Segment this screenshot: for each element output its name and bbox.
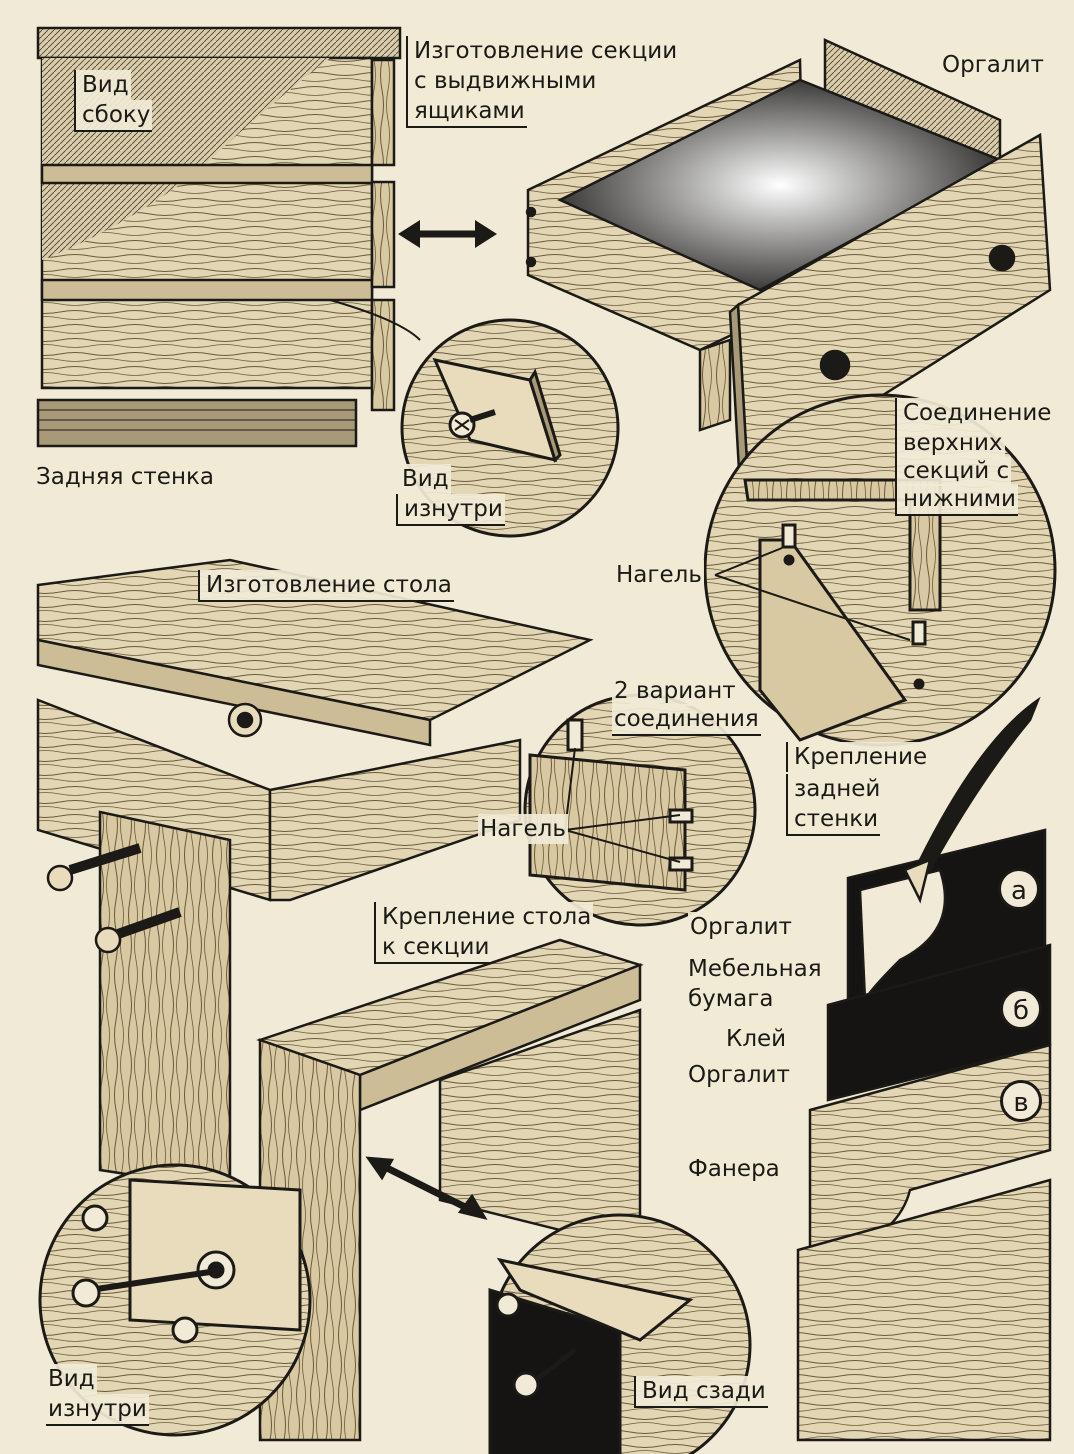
plywood-label: Фанера	[686, 1154, 782, 1184]
inside-view-1-line2: изнутри	[396, 494, 505, 526]
table-title: Изготовление стола	[198, 570, 454, 602]
glue-label: Клей	[724, 1024, 789, 1054]
table-fix-1: Крепление стола	[374, 902, 594, 932]
side-view-1: Вид	[74, 70, 131, 100]
drawer-box	[525, 38, 1052, 491]
upper-lower-2: верхних	[895, 428, 1005, 458]
layer-b-badge: б	[1000, 988, 1042, 1030]
double-arrow-drawer	[398, 220, 497, 248]
back-wall-fix-3: стенки	[786, 804, 881, 836]
layer-a-badge: а	[998, 868, 1040, 910]
back-wall-layers	[796, 696, 1052, 1442]
section-title-1: Изготовление секции	[406, 36, 680, 66]
inside-view-2-line2: изнутри	[46, 1394, 149, 1426]
upper-lower-1: Соединение	[895, 398, 1054, 428]
furniture-paper-1: Мебельная	[686, 954, 824, 984]
inside-view-circle-2	[38, 1163, 312, 1437]
variant-2-circle	[523, 693, 757, 927]
orgalit-a-label: Оргалит	[688, 912, 794, 942]
variant-2-line1: 2 вариант	[612, 676, 738, 706]
orgalit-b-label: Оргалит	[686, 1060, 792, 1090]
side-view-2: сбоку	[74, 100, 153, 132]
upper-lower-3: секций с	[895, 456, 1012, 486]
inside-view-2-line1: Вид	[46, 1364, 97, 1394]
back-wall-label: Задняя стенка	[34, 462, 216, 492]
back-wall-fix-1: Крепление	[786, 742, 930, 772]
upper-lower-4: нижними	[895, 484, 1018, 516]
table-fix-2: к секции	[374, 932, 492, 964]
inside-view-circle-1	[329, 299, 620, 538]
section-title-3: ящиками	[406, 96, 527, 128]
nagel-label-1: Нагель	[614, 560, 704, 590]
back-view-label: Вид сзади	[634, 1376, 768, 1408]
back-view-circle	[488, 1213, 752, 1454]
inside-view-1-line1: Вид	[400, 464, 451, 494]
back-wall-fix-2: задней	[786, 774, 883, 804]
nagel-label-2: Нагель	[478, 814, 568, 844]
variant-2-line2: соединения	[612, 704, 761, 736]
orgalit-top-label: Оргалит	[940, 50, 1046, 80]
furniture-paper-2: бумага	[686, 984, 776, 1014]
section-title-2: с выдвижными	[406, 66, 599, 96]
layer-v-badge: в	[1000, 1080, 1042, 1122]
table-assembly	[36, 558, 594, 1192]
